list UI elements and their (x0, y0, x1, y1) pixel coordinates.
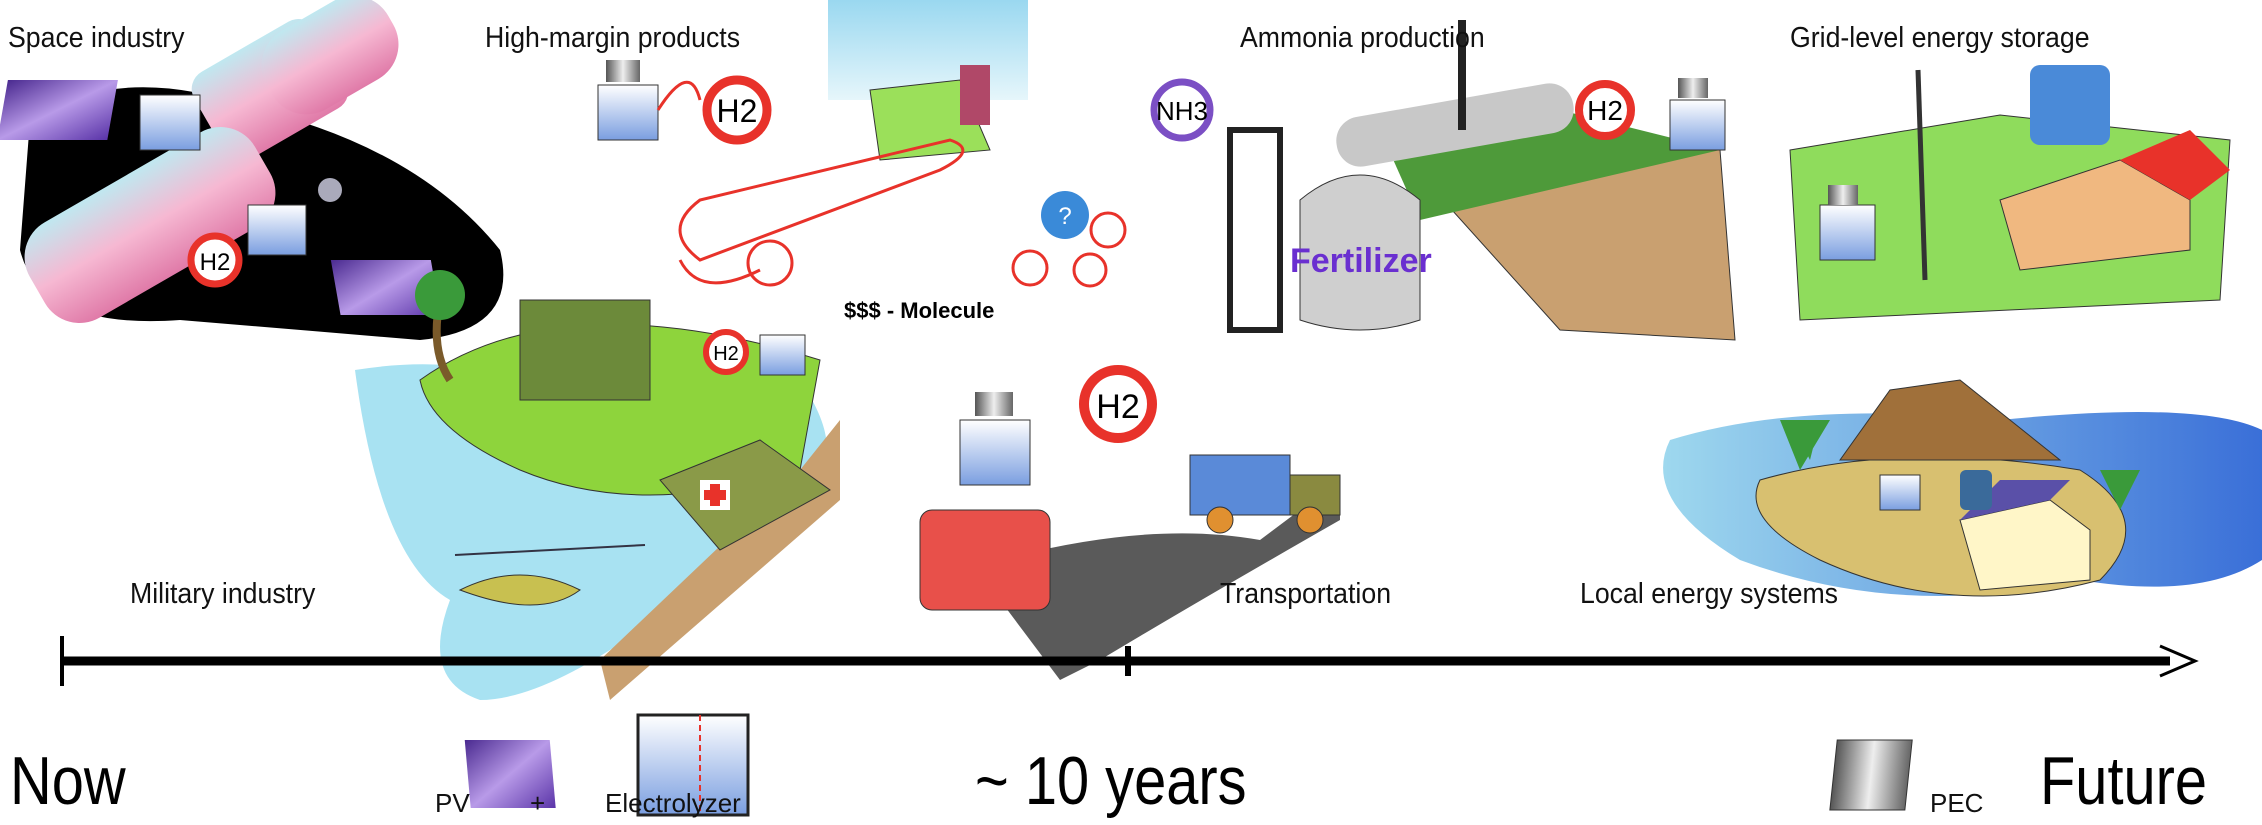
electrolyzer-icon (636, 713, 750, 817)
pv-icon (464, 740, 556, 808)
sector-label-transportation: Transportation (1220, 578, 1392, 610)
sector-label-military: Military industry (130, 578, 316, 610)
legend-plus: + (530, 788, 546, 818)
ammonia-illustration: NH3 Fertilizer H2 (1150, 20, 1736, 341)
timeline-end-label: Future (2040, 743, 2208, 819)
sector-label-local: Local energy systems (1580, 578, 1839, 610)
local-energy-illustration (1663, 379, 2262, 597)
timeline-start-label: Now (10, 743, 126, 819)
pec-icon (1829, 739, 1913, 811)
space-h2-label: H2 (200, 249, 231, 276)
nh3-label: NH3 (1156, 96, 1208, 126)
legend-pv-label: PV (435, 788, 470, 818)
molecule-question-mark: ? (1058, 203, 1071, 230)
sector-label-high-margin: High-margin products (485, 22, 741, 54)
high-margin-h2-label: H2 (717, 93, 758, 129)
grid-storage-illustration (1789, 65, 2231, 321)
legend-electrolyzer-label: Electrolyzer (605, 788, 741, 818)
high-margin-illustration: H2 ? $$$ - Molecule (597, 0, 1127, 323)
military-h2-label: H2 (713, 343, 739, 365)
fertilizer-label: Fertilizer (1290, 242, 1432, 280)
ammonia-h2-label: H2 (1587, 95, 1623, 126)
transportation-illustration: H2 (919, 365, 1341, 680)
timeline-axis (60, 636, 2199, 686)
sector-label-ammonia: Ammonia production (1240, 22, 1485, 54)
legend-pec-label: PEC (1930, 788, 1984, 818)
military-illustration: H2 (355, 270, 840, 700)
transport-h2-label: H2 (1096, 388, 1139, 426)
sector-label-grid: Grid-level energy storage (1790, 22, 2090, 54)
space-station-illustration: H2 (0, 0, 504, 340)
molecule-label: $$$ - Molecule (844, 298, 994, 323)
timeline-middle-label: ~ 10 years (975, 743, 1247, 819)
sector-label-space: Space industry (8, 22, 185, 54)
